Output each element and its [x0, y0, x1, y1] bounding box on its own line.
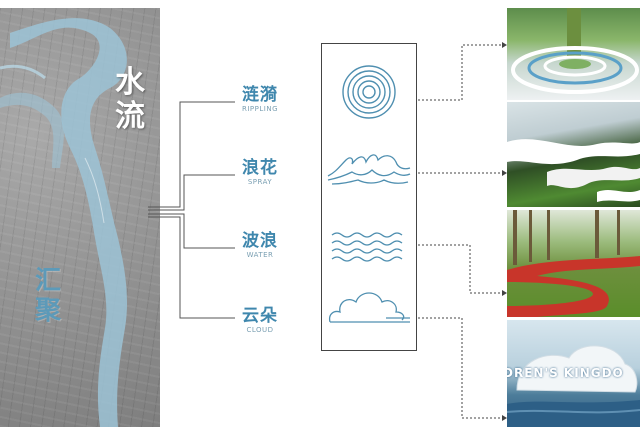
label-spray-en: SPRAY — [247, 178, 273, 186]
label-rippling-zh: 涟漪 — [242, 85, 278, 105]
map-title-top: 水流 — [115, 65, 145, 134]
concentric-circles-icon — [326, 62, 412, 122]
wave-lines-icon — [326, 229, 412, 265]
photo-spray-landscape — [507, 102, 640, 207]
label-rippling-en: RIPPLING — [242, 105, 278, 113]
photo-ripple-plaza — [507, 8, 640, 100]
label-rippling: 涟漪 RIPPLING — [225, 85, 295, 114]
label-cloud: 云朵 CLOUD — [225, 306, 295, 335]
connector-lines — [148, 101, 235, 319]
kingdom-sign-text: DREN'S KINGDO — [507, 366, 624, 380]
photo-cloud-kingdom: DREN'S KINGDO — [507, 320, 640, 427]
satellite-map: 水流 汇聚 — [0, 8, 160, 427]
dotted-arrows — [418, 42, 507, 421]
label-cloud-zh: 云朵 — [242, 306, 278, 326]
label-spray: 浪花 SPRAY — [225, 158, 295, 187]
label-cloud-en: CLOUD — [246, 326, 274, 334]
photo-wave-track — [507, 210, 640, 317]
icon-panel — [321, 43, 417, 351]
label-water-zh: 波浪 — [242, 231, 278, 251]
map-title-bottom: 汇聚 — [34, 266, 61, 326]
cloud-icon — [326, 284, 412, 328]
label-spray-zh: 浪花 — [242, 158, 278, 178]
label-water-en: WATER — [246, 251, 274, 259]
label-water: 波浪 WATER — [225, 231, 295, 260]
wave-splash-icon — [326, 146, 412, 192]
river-map-graphic — [0, 18, 128, 427]
